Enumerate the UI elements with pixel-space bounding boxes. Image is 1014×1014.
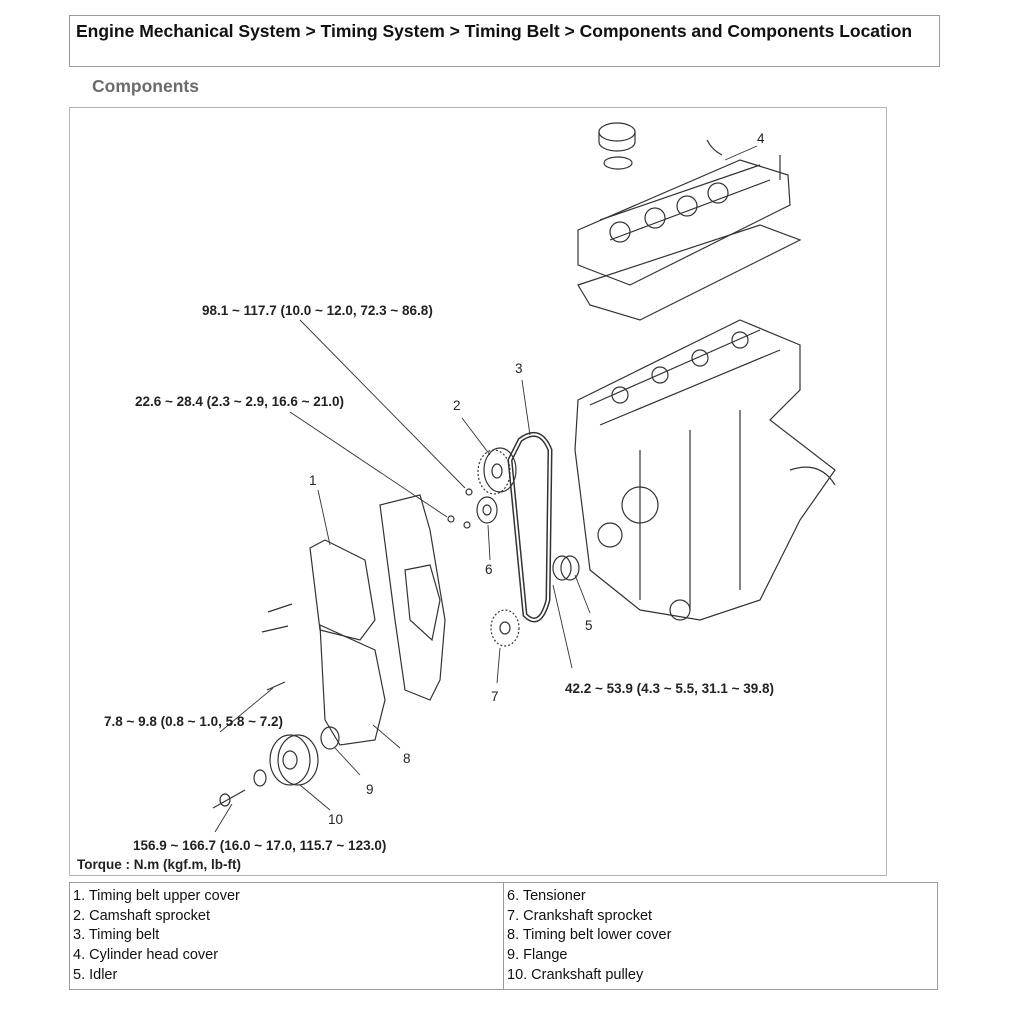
callout-5: 5 [585, 618, 593, 633]
legend-item: 1. Timing belt upper cover [73, 888, 240, 904]
legend-item: 10. Crankshaft pulley [507, 966, 644, 983]
legend-item: 5. Idler [73, 966, 118, 983]
torque-label-tensioner-bolt: 22.6 ~ 28.4 (2.3 ~ 2.9, 16.6 ~ 21.0) [135, 394, 345, 409]
legend-item: 8. Timing belt lower cover [507, 927, 672, 944]
callout-9: 9 [366, 782, 374, 797]
legend-item: 6. Tensioner [507, 888, 586, 904]
breadcrumb-title: Engine Mechanical System > Timing System… [69, 15, 940, 67]
torque-label-idler-bolt: 42.2 ~ 53.9 (4.3 ~ 5.5, 31.1 ~ 39.8) [565, 681, 775, 696]
legend-column-right: 6. Tensioner 7. Crankshaft sprocket 8. T… [503, 882, 938, 990]
torque-label-crank-bolt: 156.9 ~ 166.7 (16.0 ~ 17.0, 115.7 ~ 123.… [133, 838, 387, 853]
legend-item: 7. Crankshaft sprocket [507, 907, 653, 924]
components-diagram-frame [69, 107, 887, 876]
torque-label-camshaft-bolt: 98.1 ~ 117.7 (10.0 ~ 12.0, 72.3 ~ 86.8) [202, 303, 433, 318]
section-title: Components [92, 76, 199, 96]
callout-1: 1 [309, 473, 317, 488]
callout-8: 8 [403, 751, 411, 766]
legend-item: 2. Camshaft sprocket [73, 907, 210, 924]
legend-item: 4. Cylinder head cover [73, 947, 219, 964]
torque-unit-note: Torque : N.m (kgf.m, lb-ft) [77, 857, 241, 872]
callout-7: 7 [491, 689, 499, 704]
callout-2: 2 [453, 398, 461, 413]
callout-4: 4 [757, 131, 765, 146]
callout-6: 6 [485, 562, 493, 577]
parts-legend-table: 1. Timing belt upper cover 2. Camshaft s… [69, 882, 938, 990]
legend-column-left: 1. Timing belt upper cover 2. Camshaft s… [70, 883, 504, 990]
torque-label-cover-bolt: 7.8 ~ 9.8 (0.8 ~ 1.0, 5.8 ~ 7.2) [104, 714, 284, 729]
legend-item: 3. Timing belt [73, 927, 160, 944]
legend-item: 9. Flange [507, 947, 568, 964]
callout-10: 10 [328, 812, 344, 827]
callout-3: 3 [515, 361, 523, 376]
